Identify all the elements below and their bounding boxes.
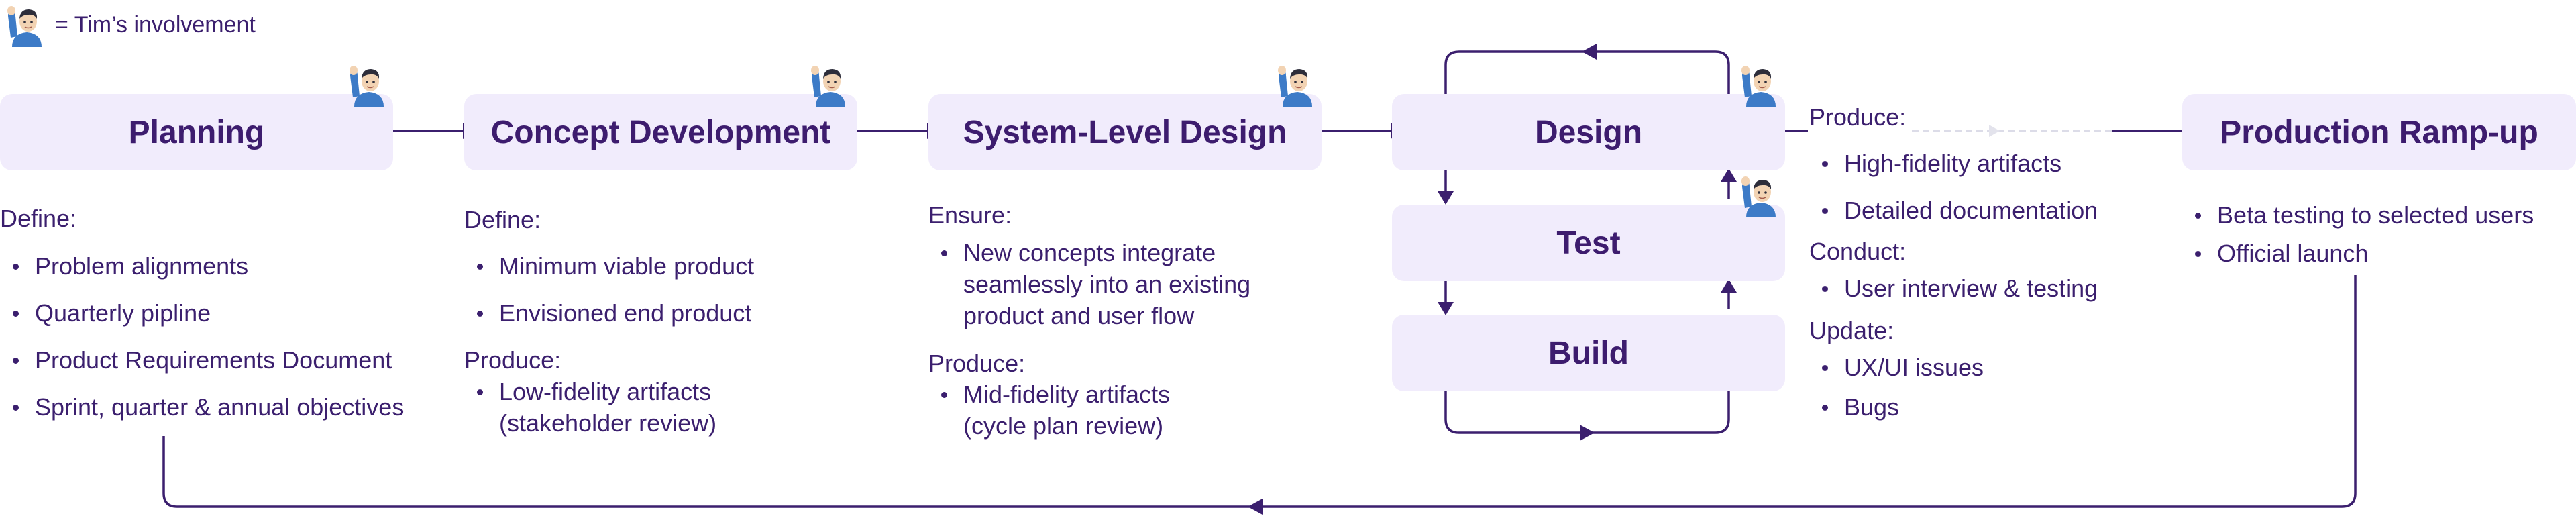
stage-concept-label: Concept Development: [490, 114, 831, 150]
loop-bottom: [1444, 391, 1730, 434]
loop-top: [1444, 50, 1730, 95]
arrowhead-down-build: [1438, 302, 1454, 315]
planning-define-label: Define:: [0, 205, 77, 232]
list-item: UX/UI issues: [1809, 352, 1984, 383]
raised-hand-person-icon: [1741, 176, 1776, 217]
design-produce-list: High-fidelity artifacts Detailed documen…: [1809, 148, 2098, 233]
planning-list: Problem alignments Quarterly pipline Pro…: [0, 250, 404, 438]
design-update-list: UX/UI issues Bugs: [1809, 352, 1984, 438]
system-ensure-list: New concepts integrate seamlessly into a…: [928, 237, 1250, 331]
list-item: Low-fidelity artifacts (stakeholder revi…: [464, 376, 716, 439]
stage-build[interactable]: Build: [1392, 315, 1785, 391]
stage-system-level-design[interactable]: System-Level Design: [928, 94, 1322, 170]
stage-planning[interactable]: Planning: [0, 94, 393, 170]
concept-define-label: Define:: [464, 206, 541, 234]
list-item: Bugs: [1809, 391, 1984, 423]
list-item: Product Requirements Document: [0, 344, 404, 376]
design-produce-label: Produce:: [1809, 103, 1907, 131]
stage-test-label: Test: [1556, 225, 1621, 261]
concept-define-list: Minimum viable product Envisioned end pr…: [464, 250, 754, 344]
design-conduct-label: Conduct:: [1809, 238, 1907, 265]
system-produce-label: Produce:: [928, 350, 1026, 377]
raised-hand-person-icon: [7, 6, 42, 47]
arrowhead-faded: [1989, 125, 2000, 137]
system-ensure-line-3: product and user flow: [963, 302, 1195, 329]
list-item: Envisioned end product: [464, 297, 754, 329]
stage-build-label: Build: [1548, 335, 1629, 371]
list-item: Official launch: [2182, 238, 2534, 269]
system-ensure-label: Ensure:: [928, 201, 1012, 229]
design-update-label: Update:: [1809, 317, 1894, 344]
system-ensure-line-1: New concepts integrate: [963, 239, 1216, 266]
list-item: Beta testing to selected users: [2182, 199, 2534, 231]
design-conduct-list: User interview & testing: [1809, 272, 2098, 319]
stage-ramp-label: Production Ramp-up: [2220, 114, 2538, 150]
stage-system-label: System-Level Design: [963, 114, 1287, 150]
system-produce-list: Mid-fidelity artifacts (cycle plan revie…: [928, 378, 1170, 442]
concept-produce-list: Low-fidelity artifacts (stakeholder revi…: [464, 376, 716, 439]
arrowhead-down-test: [1438, 191, 1454, 205]
arrowhead-loop-bottom: [1580, 425, 1595, 441]
list-item: New concepts integrate seamlessly into a…: [928, 237, 1250, 331]
list-item: Quarterly pipline: [0, 297, 404, 329]
list-item: Mid-fidelity artifacts (cycle plan revie…: [928, 378, 1170, 442]
system-ensure-line-2: seamlessly into an existing: [963, 270, 1251, 298]
raised-hand-person-icon: [811, 66, 845, 107]
system-produce-line-2: (cycle plan review): [963, 412, 1164, 440]
raised-hand-person-icon: [350, 66, 384, 107]
concept-produce-label: Produce:: [464, 346, 561, 374]
legend-text: = Tim’s involvement: [55, 12, 256, 38]
ramp-list: Beta testing to selected users Official …: [2182, 199, 2534, 276]
system-produce-line-1: Mid-fidelity artifacts: [963, 380, 1171, 408]
raised-hand-person-icon: [1278, 66, 1312, 107]
stage-test[interactable]: Test: [1392, 205, 1785, 281]
list-item: Detailed documentation: [1809, 195, 2098, 226]
list-item: Sprint, quarter & annual objectives: [0, 391, 404, 423]
concept-produce-line-2: (stakeholder review): [499, 409, 717, 437]
arrowhead-up-test: [1721, 279, 1737, 293]
arrowhead-feedback: [1248, 499, 1263, 515]
list-item: Minimum viable product: [464, 250, 754, 282]
stage-production-ramp-up[interactable]: Production Ramp-up: [2182, 94, 2576, 170]
stage-design[interactable]: Design: [1392, 94, 1785, 170]
raised-hand-person-icon: [1741, 66, 1776, 107]
arrowhead-loop-top: [1582, 44, 1597, 60]
stage-concept-development[interactable]: Concept Development: [464, 94, 857, 170]
arrowhead-up-design: [1721, 168, 1737, 182]
concept-produce-line-1: Low-fidelity artifacts: [499, 378, 712, 405]
stage-planning-label: Planning: [128, 114, 265, 150]
list-item: Problem alignments: [0, 250, 404, 282]
list-item: High-fidelity artifacts: [1809, 148, 2098, 179]
list-item: User interview & testing: [1809, 272, 2098, 304]
stage-design-label: Design: [1534, 114, 1643, 150]
